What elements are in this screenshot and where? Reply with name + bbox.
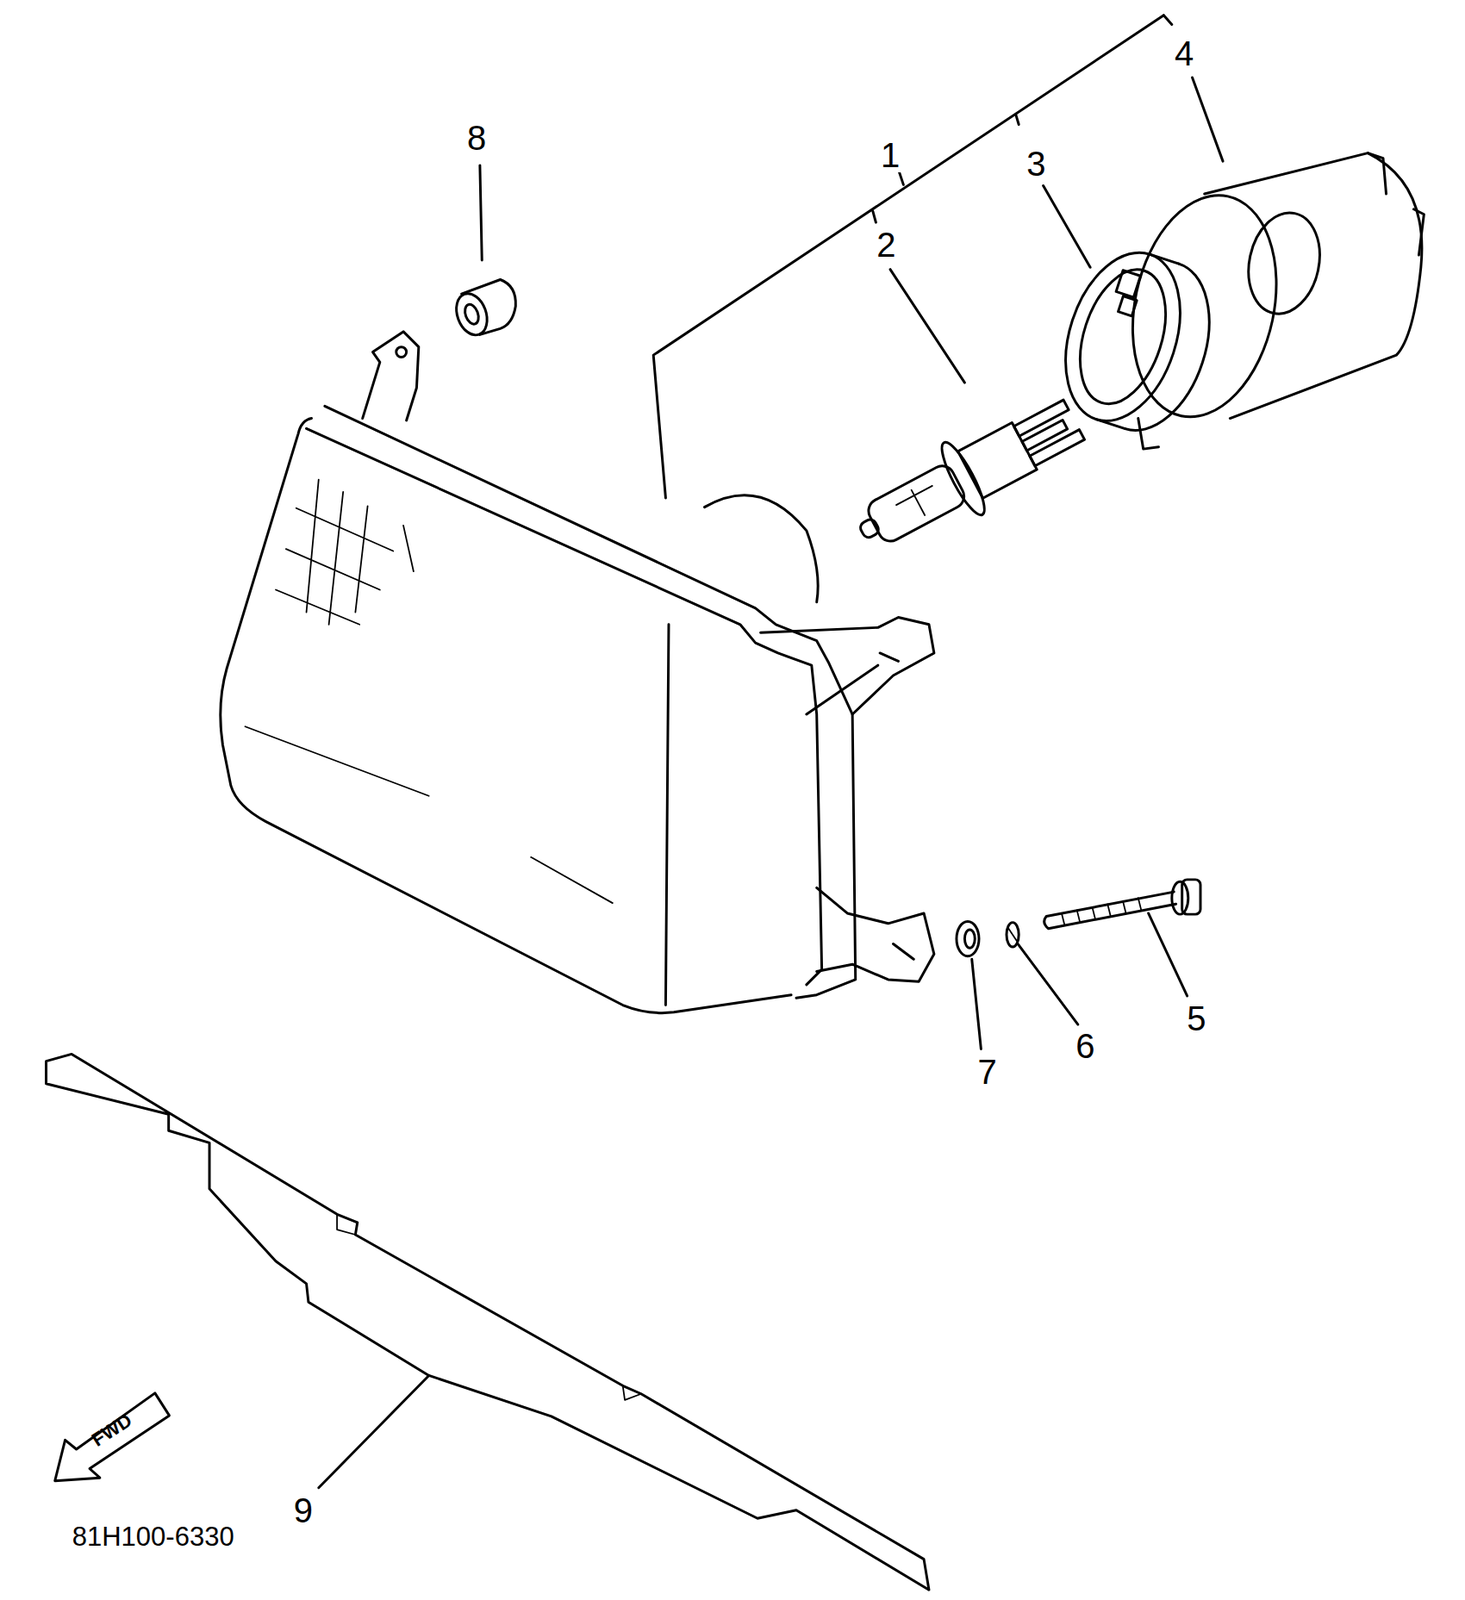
lens-edge	[306, 428, 823, 985]
bracket-tick	[1163, 15, 1172, 25]
callout-number: 9	[291, 1493, 316, 1528]
reflector-dome	[704, 495, 818, 603]
callout-number: 1	[878, 137, 903, 173]
forward-arrow: FWD	[50, 1383, 174, 1485]
cap-body	[1204, 153, 1422, 419]
arrow-shape	[55, 1393, 170, 1482]
bulb-tip	[858, 517, 881, 541]
strip-notch	[336, 1214, 642, 1401]
bulb-flange	[935, 437, 992, 520]
rubber-cap	[1113, 153, 1424, 449]
bushing-hole	[462, 302, 481, 326]
drawing-code: 81H100-6330	[69, 1522, 237, 1550]
cap-opening	[1113, 181, 1297, 431]
cap-hole	[1239, 205, 1328, 321]
mounting-tab	[362, 331, 419, 421]
grommet	[956, 921, 979, 956]
lens-edge	[665, 624, 669, 1006]
mounting-hole	[396, 347, 407, 358]
bracket-tick	[1016, 114, 1020, 125]
bolt	[1044, 879, 1201, 929]
adjuster-bracket	[816, 887, 935, 982]
leader-line	[318, 1375, 430, 1488]
socket-holder	[1045, 237, 1229, 446]
bolt-shank	[1044, 891, 1177, 929]
bushing	[450, 280, 516, 340]
leader-line	[1192, 77, 1224, 162]
socket-ring	[1064, 258, 1181, 415]
leader-line	[480, 165, 482, 261]
bolt-head	[1182, 879, 1201, 915]
bolt-thread	[1061, 897, 1141, 926]
housing-rim	[324, 405, 856, 998]
bulb-filament	[893, 480, 943, 526]
bulb-glass	[864, 461, 969, 546]
socket-edge	[1096, 254, 1179, 429]
bracket-tick	[872, 211, 877, 223]
callout-number: 5	[1184, 1001, 1209, 1036]
callout-number: 7	[974, 1054, 999, 1090]
leader-line	[1148, 913, 1188, 997]
leader-line	[972, 959, 982, 1049]
group-bracket	[653, 15, 1164, 499]
callout-number: 8	[464, 120, 489, 156]
bulb	[842, 383, 1093, 568]
callout-number: 6	[1072, 1028, 1098, 1064]
lens-line	[530, 857, 613, 904]
grommet-hole	[964, 929, 975, 948]
callout-number: 2	[873, 227, 898, 262]
leader-line	[890, 269, 965, 383]
spring-washer	[1006, 922, 1019, 948]
bolt-flange	[1172, 881, 1189, 915]
bushing-body	[461, 280, 517, 336]
lens-line	[244, 726, 429, 797]
callout-number: 4	[1172, 36, 1197, 71]
callout-number: 3	[1023, 146, 1048, 181]
socket-ring	[1045, 237, 1200, 437]
adjuster-bracket	[760, 617, 935, 716]
leader-line	[1043, 186, 1091, 269]
leader-line	[1017, 943, 1079, 1025]
cap-tab	[1138, 153, 1425, 449]
bulb-prong	[1022, 419, 1068, 450]
washer-split	[1008, 928, 1017, 942]
socket-edge	[1125, 263, 1230, 446]
lens-pattern	[275, 480, 414, 625]
seal-strip	[46, 1053, 929, 1590]
